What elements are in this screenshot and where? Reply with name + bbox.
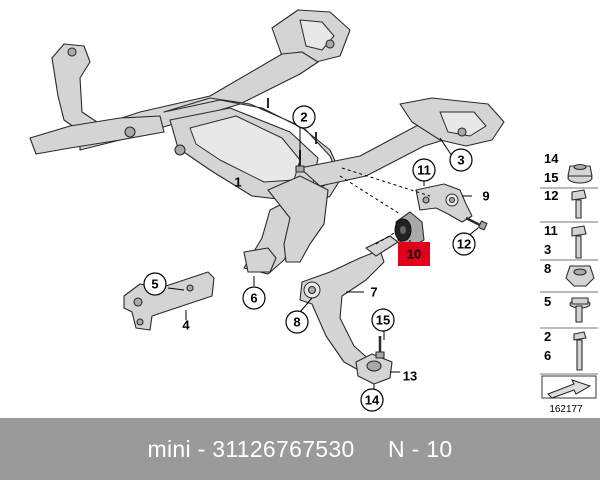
callout-7[interactable]: 7 <box>370 285 377 300</box>
part-number-text: mini - 31126767530 N - 10 <box>147 435 453 462</box>
legend-row-flange-nut[interactable]: 14 15 <box>544 151 593 185</box>
callout-8[interactable]: 8 <box>285 310 309 334</box>
hex-nut-icon <box>565 265 595 287</box>
legend-label-top: 11 <box>544 223 558 238</box>
callout-4-label: 4 <box>182 318 190 333</box>
callout-14[interactable]: 14 <box>360 388 384 412</box>
callout-12[interactable]: 12 <box>452 232 476 256</box>
callout-5[interactable]: 5 <box>143 272 167 296</box>
callout-2[interactable]: 2 <box>292 105 316 129</box>
legend-row-short-bolt[interactable]: 12 <box>544 188 587 219</box>
axle-carrier-part[interactable] <box>29 9 505 275</box>
callout-2-label: 2 <box>300 110 307 125</box>
legend-row-long-bolt[interactable]: 11 3 <box>544 223 587 259</box>
legend-row-stud-bolt[interactable]: 2 6 <box>544 329 587 371</box>
legend-row-arrow <box>541 375 597 399</box>
fastener-legend: 14 15 12 11 3 <box>540 151 598 399</box>
callout-5-label: 5 <box>151 277 158 292</box>
legend-row-hex-nut[interactable]: 8 <box>544 261 595 287</box>
direction-arrow-icon <box>541 375 597 399</box>
callout-3[interactable]: 3 <box>449 148 473 172</box>
support-bracket-part[interactable] <box>123 271 215 331</box>
callout-4[interactable]: 4 <box>182 318 190 333</box>
callout-3-label: 3 <box>457 153 464 168</box>
front-axle-carrier-diagram: 1 2 3 4 5 6 7 8 9 10 11 12 13 <box>29 9 598 415</box>
rubber-mount-part[interactable] <box>394 211 425 249</box>
hex-bolt-short-icon <box>571 189 587 219</box>
callout-11-label: 11 <box>417 163 431 178</box>
flange-bolt-icon <box>569 297 591 323</box>
highlight-box <box>398 242 430 266</box>
callout-10[interactable]: 10 <box>398 242 430 266</box>
long-stud-bolt-icon <box>573 331 587 371</box>
callout-7-label: 7 <box>370 285 377 300</box>
callout-9[interactable]: 9 <box>482 189 489 204</box>
callout-6-label: 6 <box>250 291 257 306</box>
mount-bracket-part[interactable] <box>415 183 488 231</box>
diagram-id: 162177 <box>549 404 583 415</box>
legend-label-top: 8 <box>544 261 551 276</box>
callout-9-label: 9 <box>482 189 489 204</box>
callout-15-label: 15 <box>376 313 390 328</box>
part-number-footer: mini - 31126767530 N - 10 <box>0 418 600 480</box>
callout-15[interactable]: 15 <box>371 308 395 332</box>
parts-diagram: 1 2 3 4 5 6 7 8 9 10 11 12 13 <box>29 9 598 415</box>
legend-label-top: 12 <box>544 188 558 203</box>
hex-bolt-long-icon <box>571 225 587 259</box>
legend-label-bottom: 6 <box>544 348 551 363</box>
legend-label-bottom: 3 <box>544 242 551 257</box>
callout-1-label: 1 <box>234 175 241 190</box>
legend-row-flange-bolt[interactable]: 5 <box>544 294 591 323</box>
callout-10-label: 10 <box>407 247 421 262</box>
callout-8-label: 8 <box>293 315 300 330</box>
callout-12-label: 12 <box>457 237 471 252</box>
callout-13-label: 13 <box>403 369 417 384</box>
callout-13[interactable]: 13 <box>403 369 417 384</box>
ball-joint-part[interactable] <box>355 336 393 385</box>
callout-1[interactable]: 1 <box>234 175 241 190</box>
flange-nut-icon <box>567 163 593 184</box>
control-arm-part[interactable] <box>299 235 399 373</box>
legend-label-bottom: 15 <box>544 170 558 185</box>
legend-label-top: 2 <box>544 329 551 344</box>
callout-6[interactable]: 6 <box>242 286 266 310</box>
legend-label-top: 14 <box>544 151 559 166</box>
legend-label-top: 5 <box>544 294 551 309</box>
callout-11[interactable]: 11 <box>412 158 436 182</box>
callout-14-label: 14 <box>365 393 380 408</box>
